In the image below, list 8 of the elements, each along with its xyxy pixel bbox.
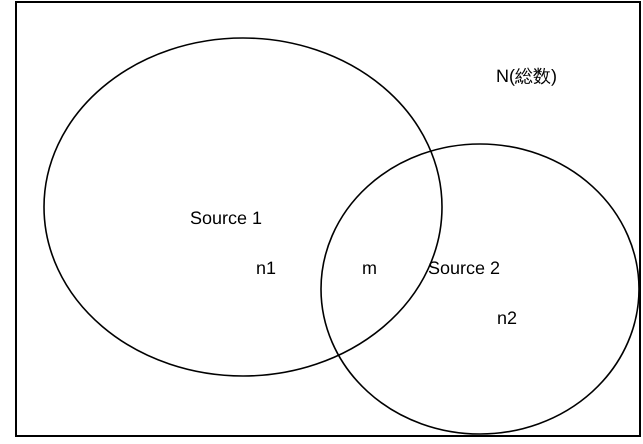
overlap-label: m	[362, 258, 377, 278]
set-circle	[320, 143, 640, 435]
set-label: Source 2	[428, 258, 500, 278]
count-label: n1	[256, 258, 276, 278]
count-label: n2	[497, 308, 518, 328]
total-label: N(総数)	[496, 66, 557, 86]
diagram-frame	[15, 1, 641, 437]
set-label: Source 1	[190, 208, 262, 228]
